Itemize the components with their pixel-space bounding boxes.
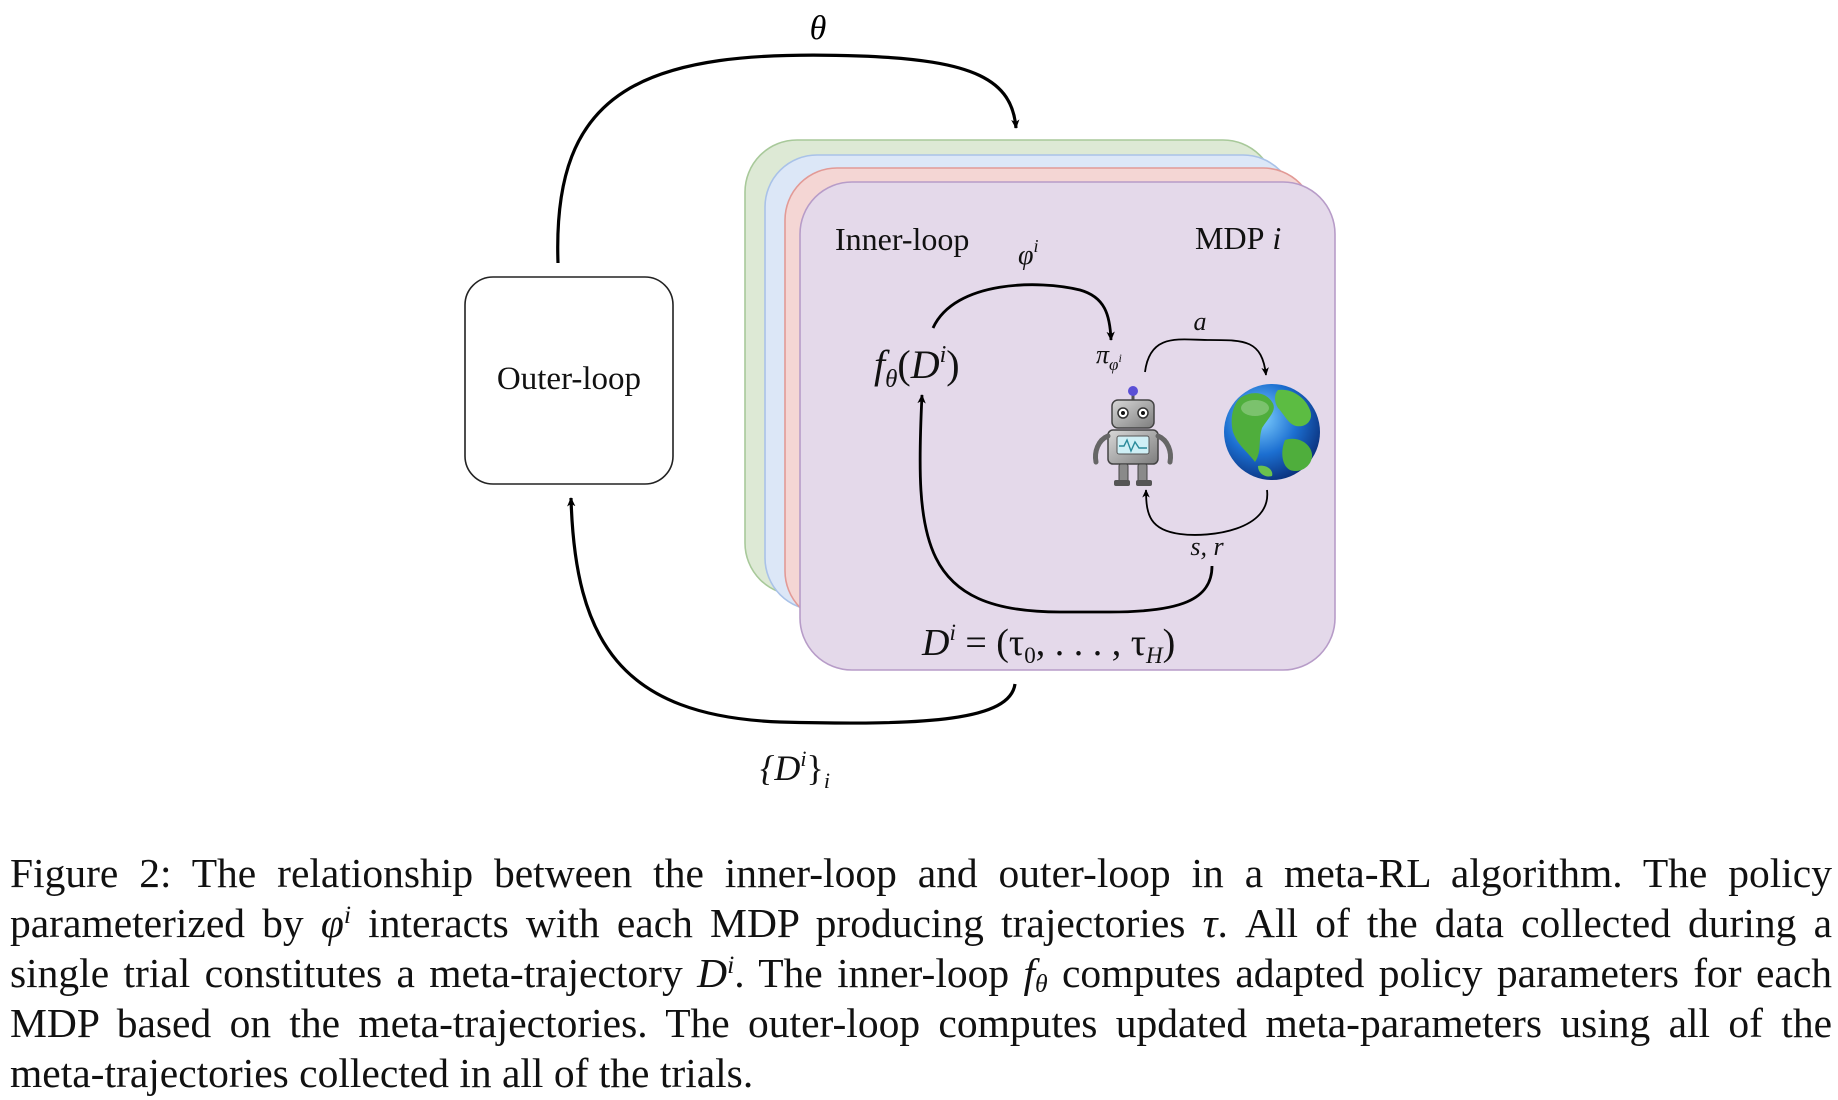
- outer-loop-box: [464, 276, 674, 485]
- caption-label: Figure 2:: [10, 850, 172, 896]
- robot-agent-icon: [1093, 386, 1173, 486]
- trajectory-feedback-arrow: [917, 394, 1214, 614]
- figure-caption: Figure 2: The relationship between the i…: [10, 850, 1832, 1096]
- mdp-layer-purple: [799, 181, 1336, 671]
- state-reward-label: s, r: [1190, 532, 1224, 561]
- action-arrow: [1144, 338, 1269, 376]
- meta-trajectories-label: {Di}i: [760, 746, 830, 793]
- inner-loop-function: fθ(Di): [874, 342, 960, 393]
- trajectory-equation: Di = (τ0, . . . , τH): [921, 620, 1175, 668]
- meta-trajectories-arrow: [567, 497, 1017, 725]
- action-label: a: [1194, 307, 1207, 336]
- earth-environment-icon: [1224, 384, 1320, 480]
- theta-arrow: [556, 53, 1020, 264]
- outer-loop-label: Outer-loop: [497, 361, 641, 397]
- state-reward-arrow: [1142, 489, 1268, 536]
- inner-loop-label: Inner-loop: [835, 221, 969, 257]
- policy-label: πφi: [1096, 340, 1122, 374]
- theta-label: θ: [810, 10, 827, 47]
- phi-label: φi: [1018, 236, 1039, 271]
- phi-arrow: [931, 283, 1115, 341]
